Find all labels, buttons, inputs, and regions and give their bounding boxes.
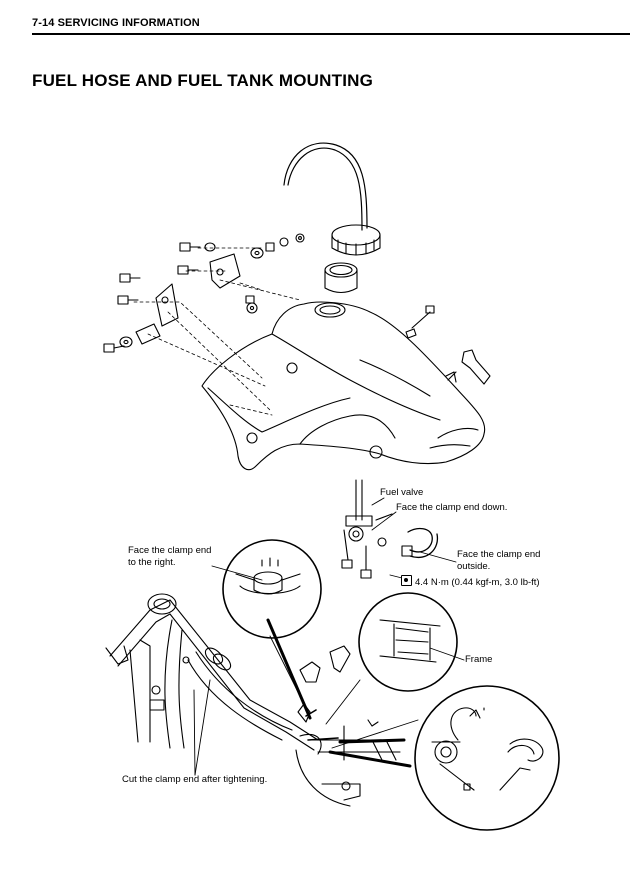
callout-clamp-right-line2: to the right. (128, 557, 176, 568)
torque-wrench-icon (401, 575, 412, 586)
detail-circle-valve (414, 685, 560, 831)
callout-cut-clamp: Cut the clamp end after tightening. (122, 774, 268, 785)
callout-fuel-valve: Fuel valve (380, 487, 424, 498)
fuel-hose (407, 527, 433, 553)
torque-value: 4.4 N·m (0.44 kgf-m, 3.0 lb-ft) (415, 577, 540, 588)
callout-clamp-outside: Face the clamp end outside. (457, 549, 540, 573)
frame-assembly (105, 593, 401, 807)
section-label: 7-14 SERVICING INFORMATION (32, 17, 200, 29)
callout-clamp-outside-line1: Face the clamp end (457, 549, 541, 560)
page-header: 7-14 SERVICING INFORMATION (32, 17, 630, 39)
callout-clamp-outside-line2: outside. (457, 561, 491, 572)
fuel-cap (331, 224, 381, 256)
callout-clamp-right: Face the clamp end to the right. (128, 545, 211, 569)
callout-torque: 4.4 N·m (0.44 kgf-m, 3.0 lb-ft) (401, 575, 540, 589)
bracket-upper (209, 253, 241, 289)
detail-circle-clamp-right (222, 539, 322, 639)
side-clip (461, 349, 491, 385)
detail-circle-frame (358, 592, 458, 692)
callout-clamp-right-line1: Face the clamp end (128, 545, 212, 556)
callout-clamp-down: Face the clamp end down. (396, 502, 508, 513)
bolt-cluster-left (103, 233, 305, 353)
cap-strainer (324, 262, 358, 294)
breather-hose (287, 147, 363, 231)
callout-frame: Frame (465, 654, 493, 665)
fuel-valve (341, 479, 393, 579)
header-rule (32, 33, 630, 35)
bracket-lower (155, 283, 179, 327)
fuel-tank (201, 301, 486, 471)
page-title: FUEL HOSE AND FUEL TANK MOUNTING (32, 71, 374, 90)
